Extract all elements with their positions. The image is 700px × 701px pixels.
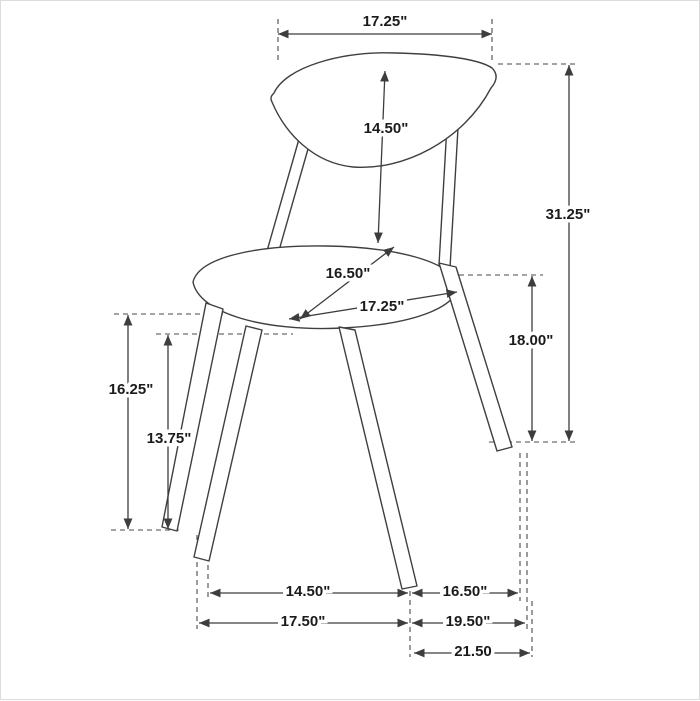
- dim-line-seat-width: [288, 289, 458, 322]
- chair-seat: [192, 245, 458, 330]
- side-leg-span-label: 16.50": [443, 583, 488, 600]
- left-inner-height-label: 13.75": [147, 430, 192, 447]
- chair-leg-front-left: [161, 302, 224, 532]
- seat-depth-label: 16.50": [326, 265, 371, 282]
- chair-leg-back-left: [193, 325, 263, 562]
- overall-depth-label: 21.50: [454, 643, 492, 660]
- chair-leg-back-right: [438, 262, 513, 452]
- chair-back-support-right: [438, 124, 459, 269]
- base-depth-label: 19.50": [446, 613, 491, 630]
- dim-line-backrest-height: [373, 70, 390, 244]
- dimension-labels: 17.25" 14.50" 31.25" 16.50" 17.25" 18.00…: [105, 9, 594, 663]
- backrest-width-label: 17.25": [363, 13, 408, 30]
- left-height-label: 16.25": [109, 381, 154, 398]
- base-width-label: 17.50": [281, 613, 326, 630]
- seat-height-label: 18.00": [509, 332, 554, 349]
- backrest-height-label: 14.50": [364, 120, 409, 137]
- overall-height-label: 31.25": [546, 206, 591, 223]
- chair-leg-front-right: [338, 326, 418, 590]
- dimension-lines: [123, 29, 574, 658]
- front-leg-span-label: 14.50": [286, 583, 331, 600]
- chair-illustration: [161, 52, 513, 590]
- seat-width-label: 17.25": [360, 298, 405, 315]
